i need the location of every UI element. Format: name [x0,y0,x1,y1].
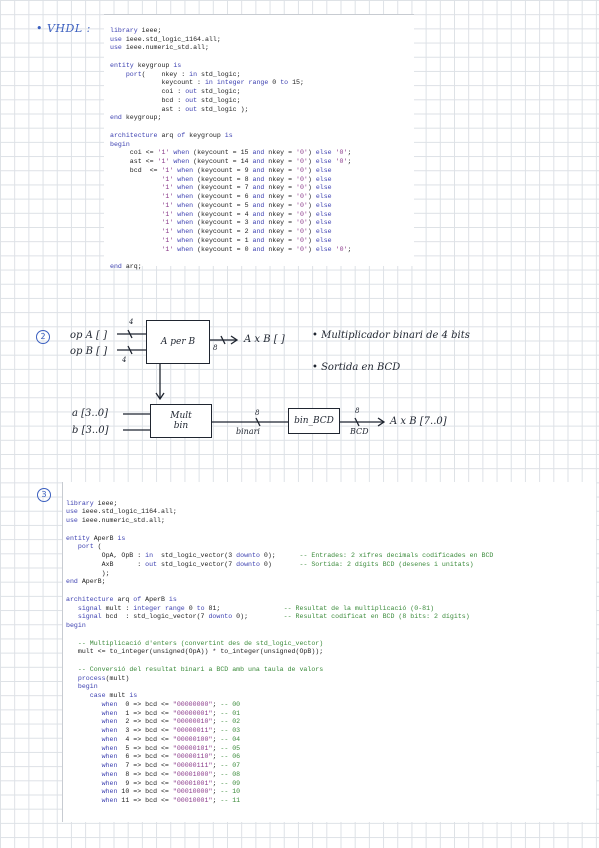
section1-code-line: library ieee; [110,26,162,34]
section1-code-line: '1' when (keycount = 2 and nkey = '0') e… [161,228,332,235]
section1-code-line [110,254,414,263]
section3-code-line: when 2 => bcd <= "00000010"; -- 02 [101,718,241,726]
section3-code-line: architecture arq of AperB is [66,595,177,603]
input-a-width: 4 [129,318,134,326]
section3-number: 3 [37,488,51,502]
section1-code-line: begin [110,140,130,148]
input-b-label: op B [ ] [70,346,108,357]
out-width: 8 [355,407,360,415]
output-label: A x B [ ] [244,334,285,345]
section3-code-line: OpA, OpB : in std_logic_vector(3 downto … [66,552,494,559]
section1-code-line: keycount : in integer range 0 to 15; [110,79,304,87]
section1-code-line: port( nkey : in std_logic; [125,70,241,78]
mult-bin-block: Mult bin [150,404,212,438]
section3-code-block: library ieee;use ieee.std_logic_1164.all… [62,482,596,822]
section1-code-line: entity keygroup is [110,61,182,69]
section3-code-line: when 0 => bcd <= "00000000"; -- 00 [101,700,241,708]
section1-code-line: '1' when (keycount = 0 and nkey = '0') e… [161,245,352,253]
section1-code-block: library ieee;use ieee.std_logic_1164.all… [104,14,414,270]
section3-code-line: -- Multiplicació d'enters (convertint de… [77,639,324,647]
out-sub-label: BCD [350,427,369,436]
input-a-label: op A [ ] [70,330,107,341]
note-multiplier: • Multiplicador binari de 4 bits [312,330,470,341]
section1-code-line: '1' when (keycount = 8 and nkey = '0') e… [161,175,332,183]
section3-code-line: port ( [77,543,102,551]
section3-code-line: process(mult) [77,674,130,682]
aperb-block: A per B [146,320,210,364]
section3-code-line [66,657,596,666]
section1-code-line: use ieee.std_logic_1164.all; [110,35,221,43]
section1-code-line: '1' when (keycount = 6 and nkey = '0') e… [161,193,332,200]
section3-code-line: when 3 => bcd <= "00000011"; -- 03 [101,727,241,734]
section3-code-line: case mult is [89,692,138,699]
section3-code-line: when 5 => bcd <= "00000101"; -- 05 [101,744,241,752]
section1-code-line: '1' when (keycount = 5 and nkey = '0') e… [161,201,332,209]
section1-code-line [110,123,414,132]
section3-code-line: AxB : out std_logic_vector(7 downto 0) -… [66,560,474,568]
section3-code-line: library ieee; [66,499,118,507]
section1-code-line: '1' when (keycount = 3 and nkey = '0') e… [161,219,332,227]
input-a2-label: a [3..0] [72,408,109,419]
section3-code-line: when 7 => bcd <= "00000111"; -- 07 [101,762,241,769]
out-label: A x B [7..0] [390,416,447,427]
section3-code-line: signal bcd : std_logic_vector(7 downto 0… [77,613,470,621]
section1-code-line: '1' when (keycount = 4 and nkey = '0') e… [161,210,332,218]
section3-code-line: use ieee.numeric_std.all; [66,517,165,524]
section1-code-line: bcd <= '1' when (keycount = 9 and nkey =… [110,166,332,174]
mid-label: binari [236,427,260,436]
section3-code-line: when 10 => bcd <= "00010000"; -- 10 [101,788,241,796]
section1-code-line: '1' when (keycount = 7 and nkey = '0') e… [161,184,332,192]
section3-code-line: when 8 => bcd <= "00001000"; -- 08 [101,770,241,778]
section2-number: 2 [36,330,50,344]
section1-code-line: ast : out std_logic ); [110,105,249,113]
section1-code-line: coi <= '1' when (keycount = 15 and nkey … [110,149,352,157]
section3-code-line: when 4 => bcd <= "00000100"; -- 04 [101,735,241,743]
section3-code-line: when 1 => bcd <= "00000001"; -- 01 [101,709,241,717]
section3-code-line: when 6 => bcd <= "00000110"; -- 06 [101,753,241,761]
section1-code-line [110,53,414,62]
section3-code-line: mult <= to_integer(unsigned(OpA)) * to_i… [66,648,324,656]
section1-code-line: coi : out std_logic; [110,88,241,95]
section3-code-line: ); [66,569,110,577]
mid-width: 8 [255,409,260,417]
section1-code-line: '1' when (keycount = 1 and nkey = '0') e… [161,236,332,244]
section3-code-line: when 11 => bcd <= "00010001"; -- 11 [101,797,241,804]
section3-code-line: begin [77,683,98,691]
section3-code-line: use ieee.std_logic_1164.all; [66,508,177,516]
output-width: 8 [213,344,218,352]
section1-heading: • VHDL : [36,22,91,35]
section3-code-line: -- Conversió del resultat binari a BCD a… [77,665,324,673]
section3-code-line: entity AperB is [66,534,126,542]
note-bcd-output: • Sortida en BCD [312,362,401,373]
section1-code-line: end arq; [110,263,142,270]
section1-code-line: ast <= '1' when (keycount = 14 and nkey … [110,158,352,165]
section3-code-line [66,526,596,535]
section3-code-line: when 9 => bcd <= "00001001"; -- 09 [101,779,241,787]
section1-code-line: architecture arq of keygroup is [110,131,233,139]
section3-code-line: begin [66,622,86,629]
section3-code-line: signal mult : integer range 0 to 81; -- … [77,604,435,612]
section1-code-line: end keygroup; [110,114,162,122]
section3-code-line [66,631,596,640]
bin-bcd-block: bin_BCD [288,408,340,434]
section3-code-line [66,587,596,596]
input-b-width: 4 [122,356,127,364]
section3-code-line: end AperB; [66,578,106,586]
section1-code-line: use ieee.numeric_std.all; [110,44,209,52]
input-b2-label: b [3..0] [72,425,109,436]
section1-code-line: bcd : out std_logic; [110,96,241,104]
